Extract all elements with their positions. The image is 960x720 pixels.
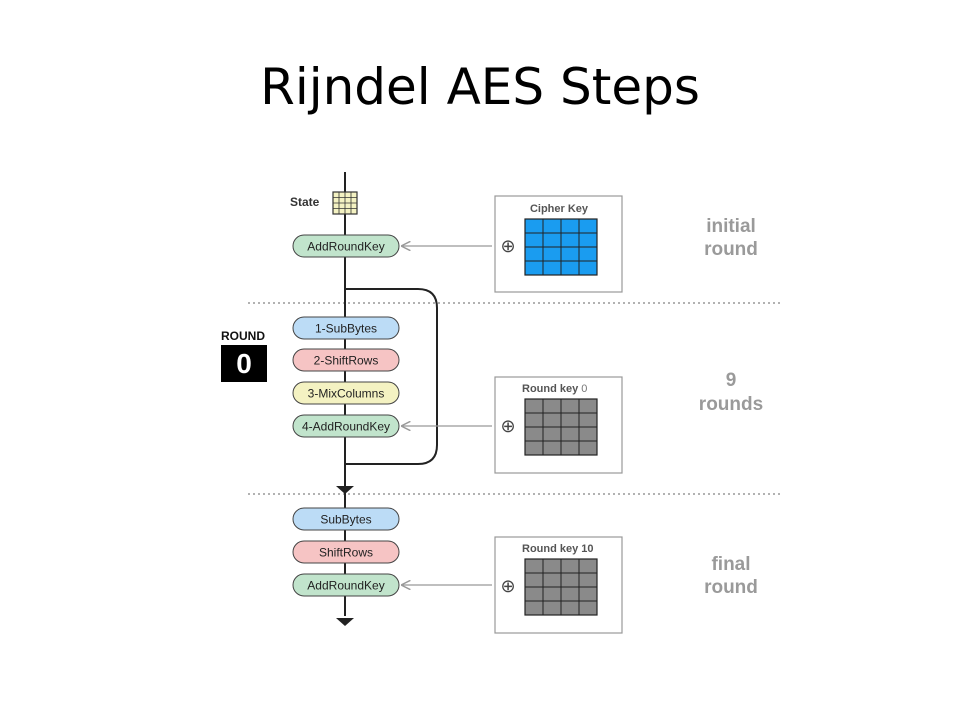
down-arrow-icon: [336, 486, 354, 494]
cipher-key-label: Cipher Key: [530, 203, 589, 215]
xor-icon: ⊕: [500, 416, 515, 436]
step-subbytes: 1-SubBytes: [292, 316, 400, 340]
step-final-shiftrows: ShiftRows: [292, 540, 400, 564]
step-shiftrows: 2-ShiftRows: [292, 348, 400, 372]
step-mixcolumns: 3-MixColumns: [292, 381, 400, 405]
down-arrow-icon: [336, 618, 354, 626]
final-round-key-grid: [524, 558, 598, 616]
page-title: Rijndel AES Steps: [260, 58, 700, 116]
svg-text:AddRoundKey: AddRoundKey: [307, 579, 384, 593]
xor-icon: ⊕: [500, 236, 515, 256]
phase-label-final: final: [711, 554, 750, 575]
round-key-label: Round key 0: [522, 383, 587, 395]
cipher-key-grid: [524, 218, 598, 276]
state-grid-icon: [332, 191, 358, 215]
svg-text:SubBytes: SubBytes: [320, 513, 371, 527]
round-key-grid: [524, 398, 598, 456]
phase-label-initial-2: round: [704, 239, 758, 260]
step-initial-addroundkey: AddRoundKey: [292, 234, 400, 258]
svg-text:AddRoundKey: AddRoundKey: [307, 240, 384, 254]
loop-line: [345, 288, 438, 465]
step-final-addroundkey: AddRoundKey: [292, 573, 400, 597]
state-label: State: [290, 195, 320, 209]
svg-text:4-AddRoundKey: 4-AddRoundKey: [302, 420, 390, 434]
svg-text:1-SubBytes: 1-SubBytes: [315, 322, 377, 336]
phase-label-main-2: rounds: [699, 394, 763, 415]
round-badge: [221, 345, 267, 382]
phase-label-initial: initial: [706, 216, 756, 237]
step-addroundkey: 4-AddRoundKey: [292, 414, 400, 438]
final-round-key-label: Round key 10: [522, 543, 594, 555]
step-final-subbytes: SubBytes: [292, 507, 400, 531]
svg-text:ShiftRows: ShiftRows: [319, 546, 373, 560]
phase-label-final-2: round: [704, 577, 758, 598]
round-badge-label: ROUND: [221, 329, 265, 343]
svg-text:3-MixColumns: 3-MixColumns: [308, 387, 385, 401]
round-badge-value: 0: [236, 348, 252, 379]
svg-text:2-ShiftRows: 2-ShiftRows: [314, 354, 379, 368]
phase-label-main: 9: [726, 370, 737, 391]
xor-icon: ⊕: [500, 576, 515, 596]
